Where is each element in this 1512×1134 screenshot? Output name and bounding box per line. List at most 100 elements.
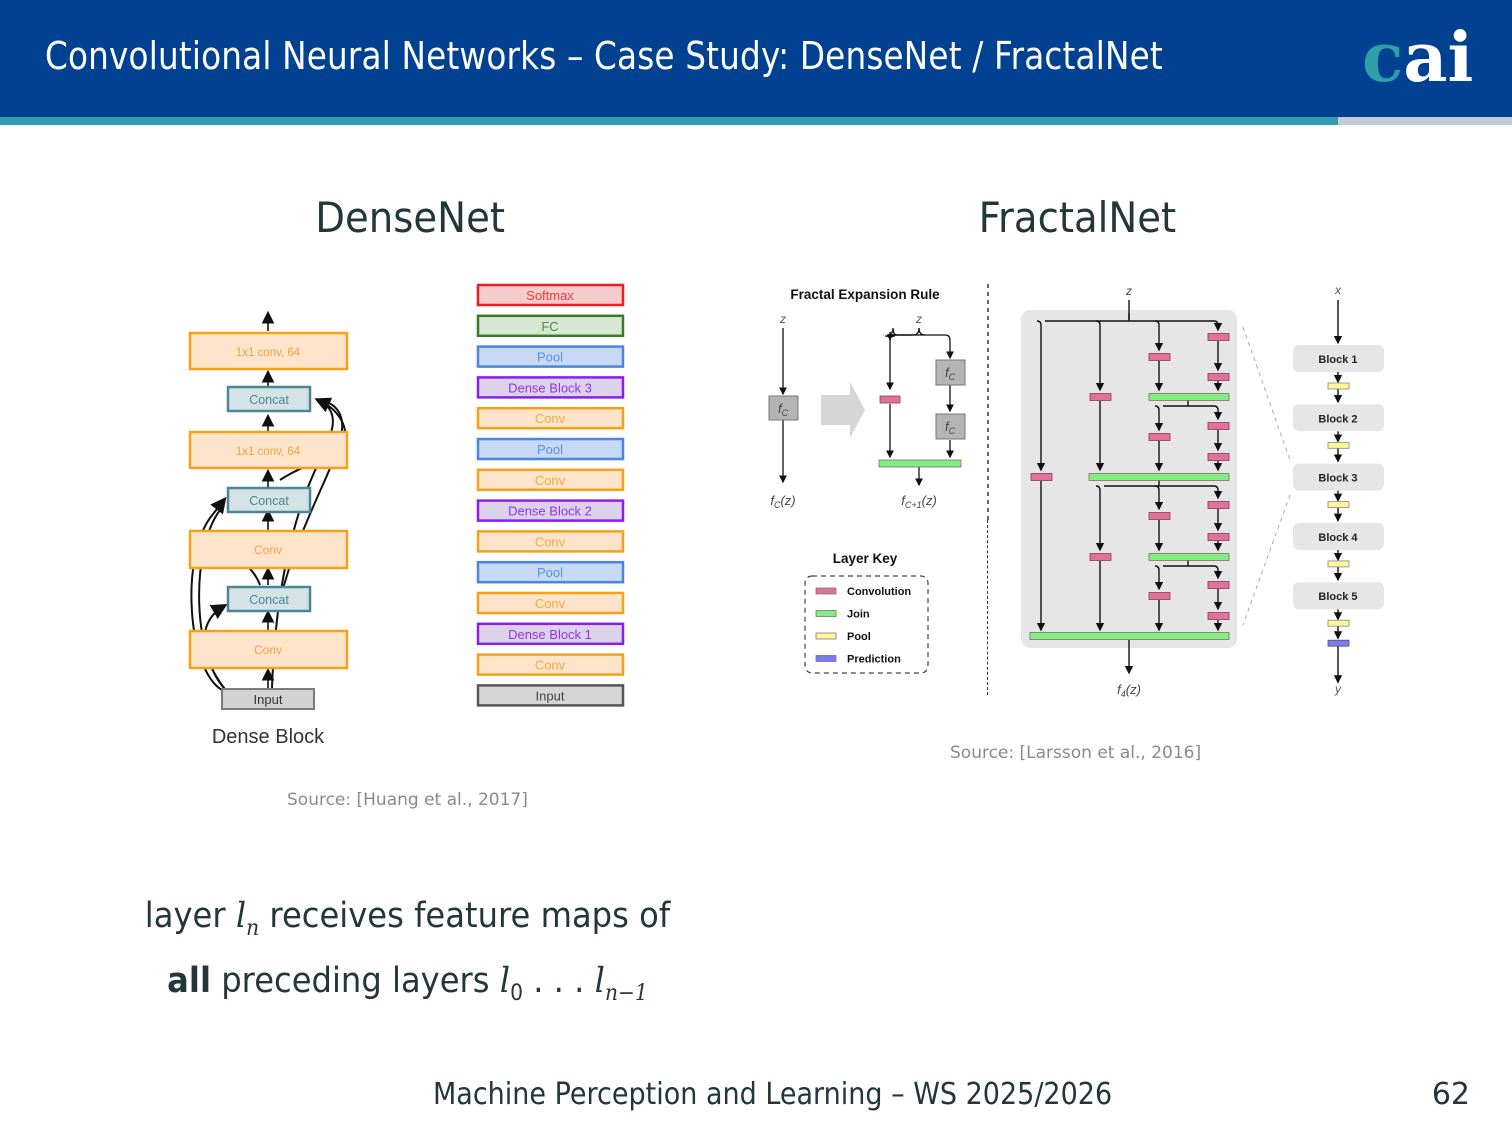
layer-key-label: Pool [847,631,871,643]
dense-layer-conv-2: Conv [188,529,349,570]
arch-layer-conv: Conv [476,406,625,430]
diagram-divider [987,520,988,695]
svg-text:Concat: Concat [249,494,289,508]
arch-layer-label: Softmax [526,288,574,303]
page-number: 62 [1431,1077,1470,1112]
network-block-label: Block 2 [1318,413,1357,425]
fc-block-left: fC [778,401,789,418]
densenet-title: DenseNet [315,193,505,242]
dense-layer-concat-bottom: Concat [226,585,312,613]
header-accent-bar-grey [1338,117,1512,125]
caption-line-2: all preceding layers l0 . . . ln−1 [167,961,648,1006]
arch-layer-conv: Conv [476,591,625,615]
layer-key-item: Convolution [815,586,911,598]
convolution-layer [1089,393,1112,401]
join-layer [1029,632,1230,640]
layer-key-item: Join [815,609,870,621]
layer-key-item: Prediction [815,654,901,666]
fractalnet-source: Source: [Larsson et al., 2016] [950,743,1202,763]
convolution-layer [1207,333,1230,341]
pool-layer [1327,441,1350,449]
join-layer [1088,473,1230,481]
layer-key-label: Convolution [847,586,911,598]
arch-layer-dense: Dense Block 2 [476,499,625,522]
convolution-layer [1207,422,1230,430]
network-block: Block 3 [1293,463,1384,491]
arch-layer-label: Conv [535,473,566,488]
dense-layer-1x1-conv-mid: 1x1 conv, 64 [188,430,349,470]
fractal-expansion-rule-diagram: Fractal Expansion Rule z z fC fC fC fC(z… [768,284,989,520]
dense-layer-conv-1: Conv [188,629,349,670]
arch-layer-softmax: Softmax [476,283,625,307]
pool-layer [1327,560,1350,568]
fractalnet-title: FractalNet [978,193,1177,242]
layer-key-swatch [815,632,837,640]
caption-line-1: layer ln receives feature maps of [144,896,671,941]
arch-layer-label: Input [536,688,565,703]
arch-layer-pool: Pool [476,345,625,368]
convolution-layer [1148,433,1171,441]
svg-text:Conv: Conv [254,543,282,557]
arch-layer-label: Conv [535,658,566,673]
network-block-label: Block 4 [1318,532,1358,544]
pool-layer [1327,382,1350,390]
arch-layer-conv: Conv [476,530,625,553]
join-layer [1148,393,1230,401]
layer-key-label: Prediction [847,654,901,666]
zoom-guide-line-top [1242,326,1291,461]
layer-key-item: Pool [815,631,871,643]
convolution-layer [1148,592,1171,600]
expansion-arrow-icon [821,382,865,438]
arch-layer-dense: Dense Block 3 [476,376,625,399]
slide-title: Convolutional Neural Networks – Case Stu… [45,34,1163,78]
expansion-input-right: z [915,312,922,326]
expansion-output-right: fC+1(z) [901,493,937,510]
network-block: Block 1 [1293,345,1384,372]
join-layer [1148,553,1230,561]
network-block: Block 2 [1293,404,1384,432]
pool-layer [1327,501,1350,509]
arch-layer-label: Conv [535,411,566,426]
layer-key-swatch [815,610,837,617]
arch-layer-dense: Dense Block 1 [476,622,625,646]
layer-key-swatch [815,587,837,595]
svg-text:Concat: Concat [249,393,289,407]
network-block-label: Block 3 [1318,473,1357,485]
arch-layer-conv: Conv [476,468,625,492]
expansion-output-left: fC(z) [770,493,795,510]
convolution-layer [1207,533,1230,541]
footer-course-title: Machine Perception and Learning – WS 202… [433,1077,1113,1112]
fc-block-right-top: fC [945,365,956,382]
arch-layer-conv: Conv [476,653,625,676]
convolution-layer [1207,612,1230,620]
arch-layer-label: Dense Block 1 [508,627,592,642]
fractalnet-network-diagram: x y Block 1 Block 2 Block 3 Block 4 Block 5 [1242,283,1384,696]
zoom-guide-line-bottom [1242,494,1291,626]
svg-text:1x1 conv, 64: 1x1 conv, 64 [236,446,301,458]
expansion-input-left: z [779,312,786,326]
network-block-label: Block 1 [1318,354,1357,366]
svg-text:Concat: Concat [249,593,289,607]
dense-layer-1x1-conv-top: 1x1 conv, 64 [188,331,349,371]
arch-layer-label: Pool [537,350,563,365]
arch-layer-label: Pool [537,442,563,457]
fractal-output-label: f4(z) [1117,682,1141,699]
dense-layer-concat-mid: Concat [226,486,312,514]
pool-layer [1327,619,1350,627]
network-output-label: y [1334,682,1342,696]
expansion-rule-title: Fractal Expansion Rule [790,287,940,302]
densenet-caption: layer ln receives feature maps of all pr… [143,890,672,1020]
arch-layer-label: Dense Block 3 [508,380,592,395]
cai-logo: cai [1362,18,1474,98]
network-block-label: Block 5 [1318,591,1357,603]
layer-key-label: Join [847,609,870,621]
convolution-layer [1030,473,1053,481]
prediction-layer [1327,639,1350,647]
fc-block-right-bottom: fC [945,419,956,436]
arch-layer-label: Conv [535,534,566,549]
header-accent-bar [0,117,1338,125]
svg-text:1x1 conv, 64: 1x1 conv, 64 [236,347,301,359]
arch-layer-label: Conv [535,596,566,611]
arch-layer-pool: Pool [476,437,625,461]
network-input-label: x [1334,283,1342,297]
